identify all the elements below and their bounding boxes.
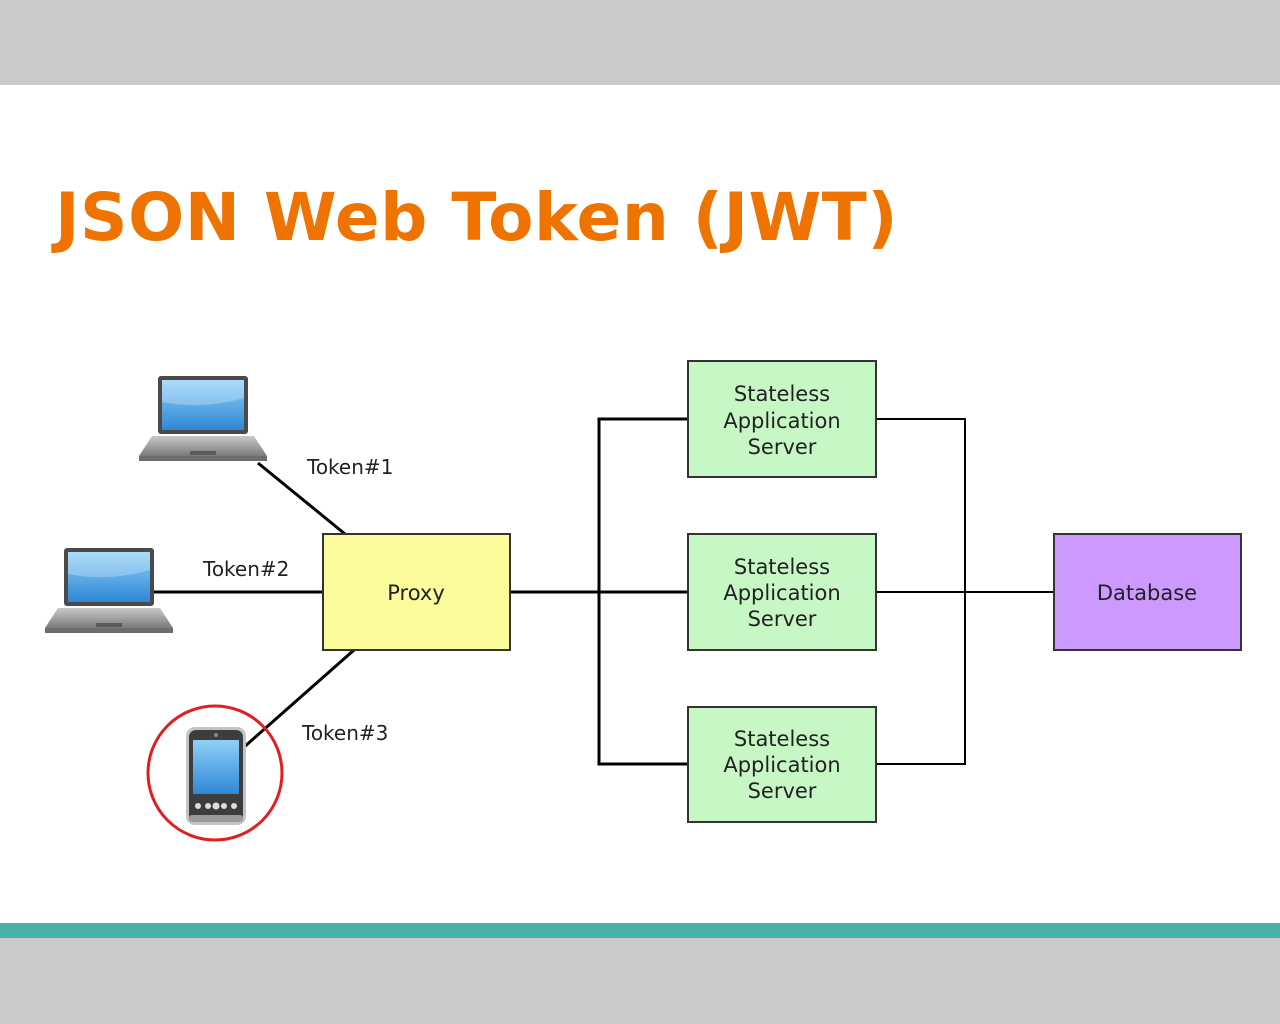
server-database-links	[876, 418, 1054, 765]
proxy-label: Proxy	[387, 581, 445, 605]
server-label-line: Application	[723, 409, 840, 433]
bottom-band	[0, 938, 1280, 1024]
accent-bar	[0, 923, 1280, 938]
database-label: Database	[1097, 581, 1197, 605]
link-client-3	[242, 648, 355, 750]
server-label-line: Server	[748, 435, 817, 459]
database-node: Database	[1053, 533, 1242, 651]
server-label-line: Stateless	[734, 555, 830, 579]
laptop-icon	[139, 376, 267, 461]
server-node: Stateless Application Server	[687, 706, 877, 823]
smartphone-icon	[186, 727, 246, 825]
token-label-2: Token#2	[202, 557, 289, 581]
highlight-circle	[146, 704, 284, 842]
proxy-server-links	[510, 417, 688, 766]
client-links	[154, 461, 355, 750]
server-label-line: Stateless	[734, 727, 830, 751]
laptop-icon	[45, 548, 173, 633]
server-label-line: Server	[748, 607, 817, 631]
top-band	[0, 0, 1280, 85]
server-node: Stateless Application Server	[687, 360, 877, 478]
proxy-node: Proxy	[322, 533, 511, 651]
slide-title: JSON Web Token (JWT)	[55, 179, 898, 256]
token-label-1: Token#1	[306, 455, 393, 479]
server-label-line: Server	[748, 779, 817, 803]
server-node: Stateless Application Server	[687, 533, 877, 651]
server-label-line: Stateless	[734, 382, 830, 406]
link-client-1	[257, 461, 346, 536]
server-label-line: Application	[723, 581, 840, 605]
token-label-3: Token#3	[301, 721, 388, 745]
server-label-line: Application	[723, 753, 840, 777]
